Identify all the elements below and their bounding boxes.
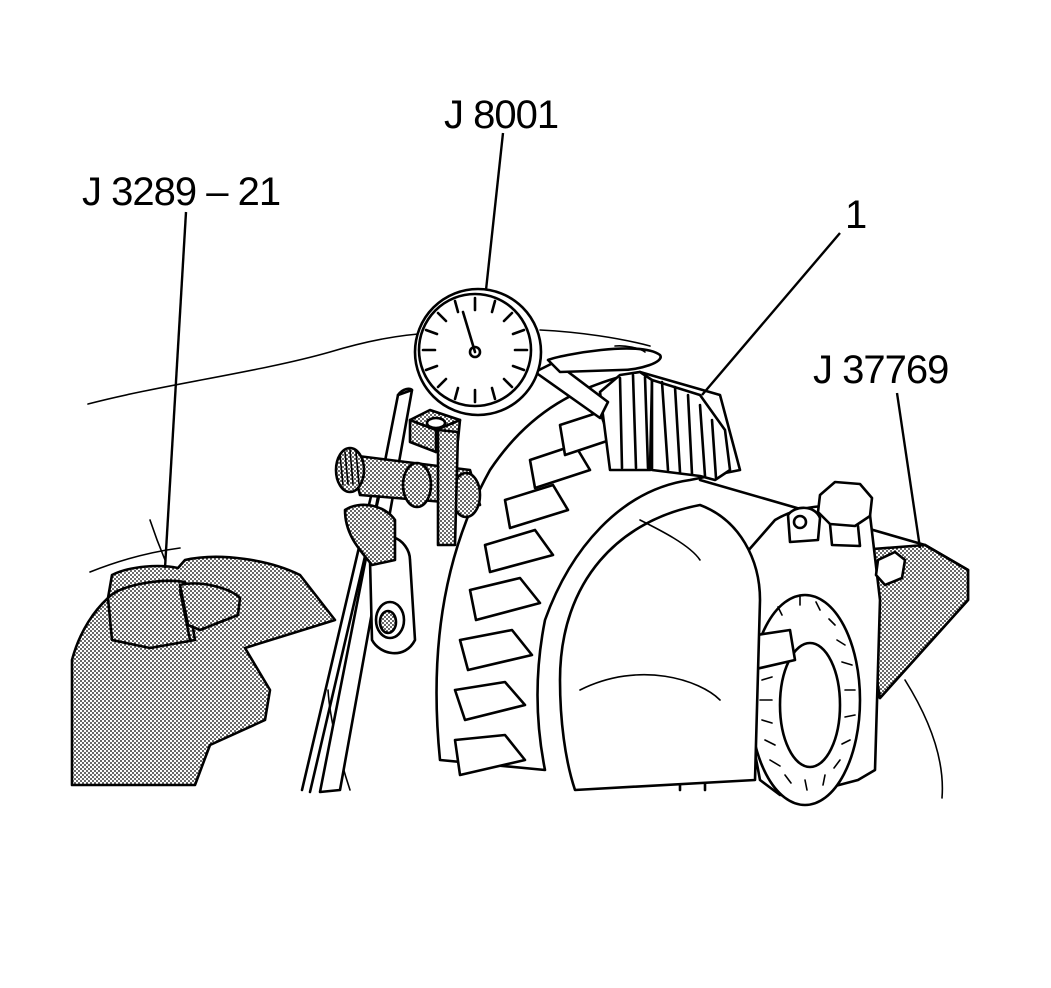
callout-ring-gear: 1 [845,193,866,237]
callout-holding-tool: J 3289 – 21 [82,170,280,214]
ring-gear-teeth [453,410,612,777]
leader-lines [163,132,922,569]
leader-fixture-tool [895,392,922,549]
cap-bolt-upper [786,480,874,548]
ring-gear-upper-teeth [598,370,732,482]
callout-labels: J 8001 J 3289 – 21 1 J 37769 [82,93,949,392]
leader-holding-tool [163,211,188,569]
dial-ticks [421,296,529,404]
dial-indicator [413,287,543,417]
callout-fixture-tool: J 37769 [813,348,948,392]
dial-needle [461,310,477,354]
leader-indicator-tool [484,132,505,291]
differential-case [558,503,762,792]
holding-fixture [70,519,337,787]
leader-ring-gear [701,232,841,396]
ring-gear [435,370,742,777]
callout-indicator-tool: J 8001 [444,93,558,137]
indicator-mount [300,345,662,794]
